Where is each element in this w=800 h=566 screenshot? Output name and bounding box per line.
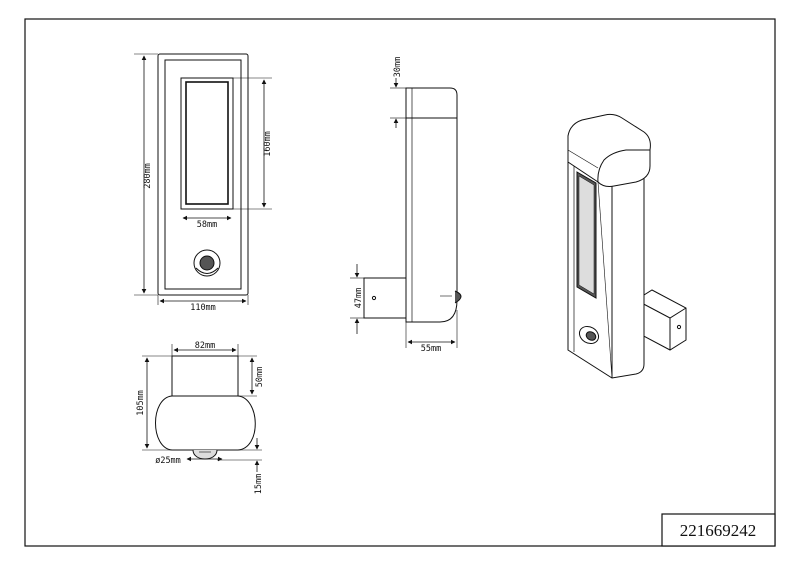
sheet-border bbox=[24, 18, 776, 547]
front-sensor-ring bbox=[193, 249, 221, 277]
front-sensor-shade bbox=[195, 267, 219, 274]
bracket-height-label: 47mm bbox=[354, 288, 364, 308]
front-view bbox=[134, 53, 272, 305]
depth-label: 55mm bbox=[421, 344, 441, 354]
side-sensor bbox=[454, 290, 462, 304]
cap-height-label: 30mm bbox=[393, 57, 403, 77]
side-body-outline bbox=[405, 87, 458, 323]
neck-height-label: 50mm bbox=[255, 367, 265, 387]
neck-width-label: 82mm bbox=[195, 341, 215, 351]
front-sensor-eye bbox=[199, 255, 215, 271]
front-window-frame bbox=[180, 77, 234, 210]
part-number: 221669242 bbox=[680, 521, 757, 540]
wall-lamp-perspective-icon bbox=[567, 113, 687, 379]
front-height-label: 280mm bbox=[143, 163, 153, 189]
front-window-glass bbox=[185, 81, 229, 205]
front-body-outline bbox=[157, 53, 249, 296]
front-width-label: 110mm bbox=[190, 303, 216, 313]
part-number-box bbox=[661, 513, 776, 547]
front-body-inner-edge bbox=[164, 59, 242, 290]
sensor-protrusion-label: 15mm bbox=[254, 474, 264, 494]
window-width-label: 58mm bbox=[197, 220, 217, 230]
side-view bbox=[350, 78, 462, 348]
top-body-outline bbox=[155, 395, 256, 451]
total-depth-label: 105mm bbox=[136, 390, 146, 416]
top-neck bbox=[171, 355, 239, 397]
top-sensor bbox=[192, 449, 218, 460]
sensor-diameter-label: ø25mm bbox=[155, 456, 181, 466]
perspective-cap bbox=[567, 113, 651, 187]
window-height-label: 160mm bbox=[263, 131, 273, 157]
side-wall-bracket bbox=[363, 277, 407, 319]
top-view bbox=[142, 344, 262, 472]
